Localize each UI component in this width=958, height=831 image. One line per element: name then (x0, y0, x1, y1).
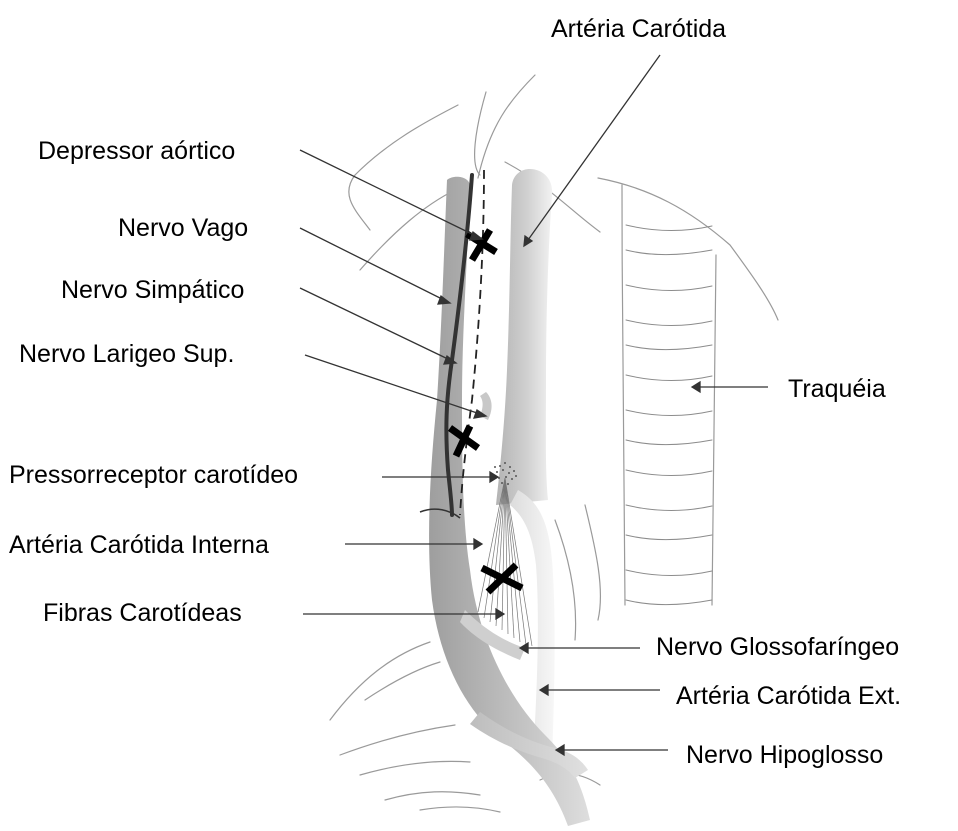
lower-outline-3 (340, 725, 455, 755)
lower-outline-6 (420, 807, 500, 812)
trachea-rings (626, 225, 712, 605)
cut-mark-depressor (467, 230, 496, 260)
lower-outline-4 (360, 761, 470, 775)
label-nervo-simpatico: Nervo Simpático (61, 278, 244, 303)
label-arteria-carotida: Artéria Carótida (551, 17, 726, 42)
label-traqueia: Traquéia (788, 377, 886, 402)
neck-outline-upper-2 (475, 92, 486, 175)
label-nervo-glossofaringeo: Nervo Glossofaríngeo (656, 635, 899, 660)
lower-outline-2 (365, 662, 440, 700)
neck-outline-upper (349, 105, 458, 230)
lower-outline-5 (385, 792, 480, 800)
trachea-outline-left (622, 185, 625, 605)
label-carotida-interna: Artéria Carótida Interna (9, 533, 269, 558)
label-pressorreceptor: Pressorreceptor carotídeo (9, 463, 298, 488)
cut-mark-fibers (482, 565, 522, 592)
lower-outline-1 (330, 642, 430, 720)
pointer-simpatico (300, 288, 450, 360)
common-carotid-artery (496, 169, 552, 505)
label-carotida-ext: Artéria Carótida Ext. (676, 684, 901, 709)
label-nervo-hipoglosso: Nervo Hipoglosso (686, 743, 883, 768)
pointer-vago (300, 228, 444, 300)
label-nervo-vago: Nervo Vago (118, 216, 248, 241)
label-nervo-larigeo-sup: Nervo Larigeo Sup. (19, 342, 234, 367)
label-fibras-carotideas: Fibras Carotídeas (43, 601, 242, 626)
trachea-outline-right (712, 255, 716, 605)
vessel-sheath-left (555, 520, 576, 640)
pointer-arteria-carotida (528, 55, 660, 240)
larynx-outline (598, 178, 778, 320)
vessel-sheath-right (585, 505, 600, 620)
label-depressor-aortico: Depressor aórtico (38, 139, 235, 164)
